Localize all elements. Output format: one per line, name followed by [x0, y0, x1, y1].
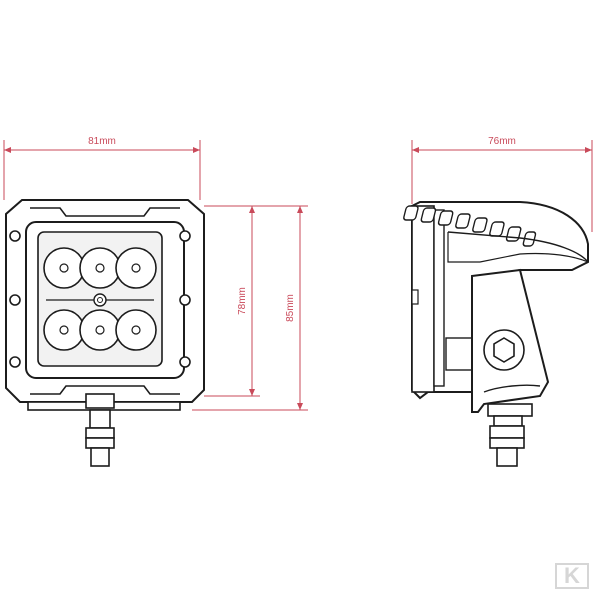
side-tab: [445, 337, 475, 371]
dim-label-depth: 76mm: [488, 136, 516, 147]
corner-screws: [9, 230, 191, 368]
screw: [9, 294, 21, 306]
screw: [9, 230, 21, 242]
screw: [9, 356, 21, 368]
screw: [179, 356, 191, 368]
front-bolt: [85, 409, 115, 467]
dim-label-height-total: 85mm: [285, 294, 296, 322]
dim-label-width: 81mm: [88, 136, 116, 147]
dim-side-depth: 76mm: [411, 136, 593, 232]
dim-front-width: 81mm: [3, 136, 201, 200]
side-body-groove: [447, 231, 589, 263]
front-top-rail: [30, 207, 180, 217]
k-logo-watermark: K: [555, 563, 589, 589]
bracket-pivot-nut: [493, 337, 515, 363]
fin: [472, 217, 488, 233]
front-mount-block: [85, 393, 115, 409]
side-bolt: [489, 415, 525, 467]
led-row-bottom: [43, 309, 157, 351]
fin: [455, 213, 471, 229]
screw: [179, 294, 191, 306]
fin: [420, 207, 437, 223]
k-logo-text: K: [564, 563, 580, 588]
screw: [179, 230, 191, 242]
front-bottom-rail: [30, 385, 180, 395]
side-mount-block: [487, 403, 533, 417]
led-row-top: [43, 247, 157, 289]
dim-front-height-body: 78mm: [204, 205, 260, 397]
dim-label-height-body: 78mm: [237, 287, 248, 315]
fin: [437, 210, 454, 226]
front-view: [5, 199, 205, 467]
fin: [403, 205, 419, 221]
dim-front-height-total: 85mm: [192, 205, 308, 411]
side-view: [403, 201, 589, 467]
side-port: [411, 289, 419, 305]
